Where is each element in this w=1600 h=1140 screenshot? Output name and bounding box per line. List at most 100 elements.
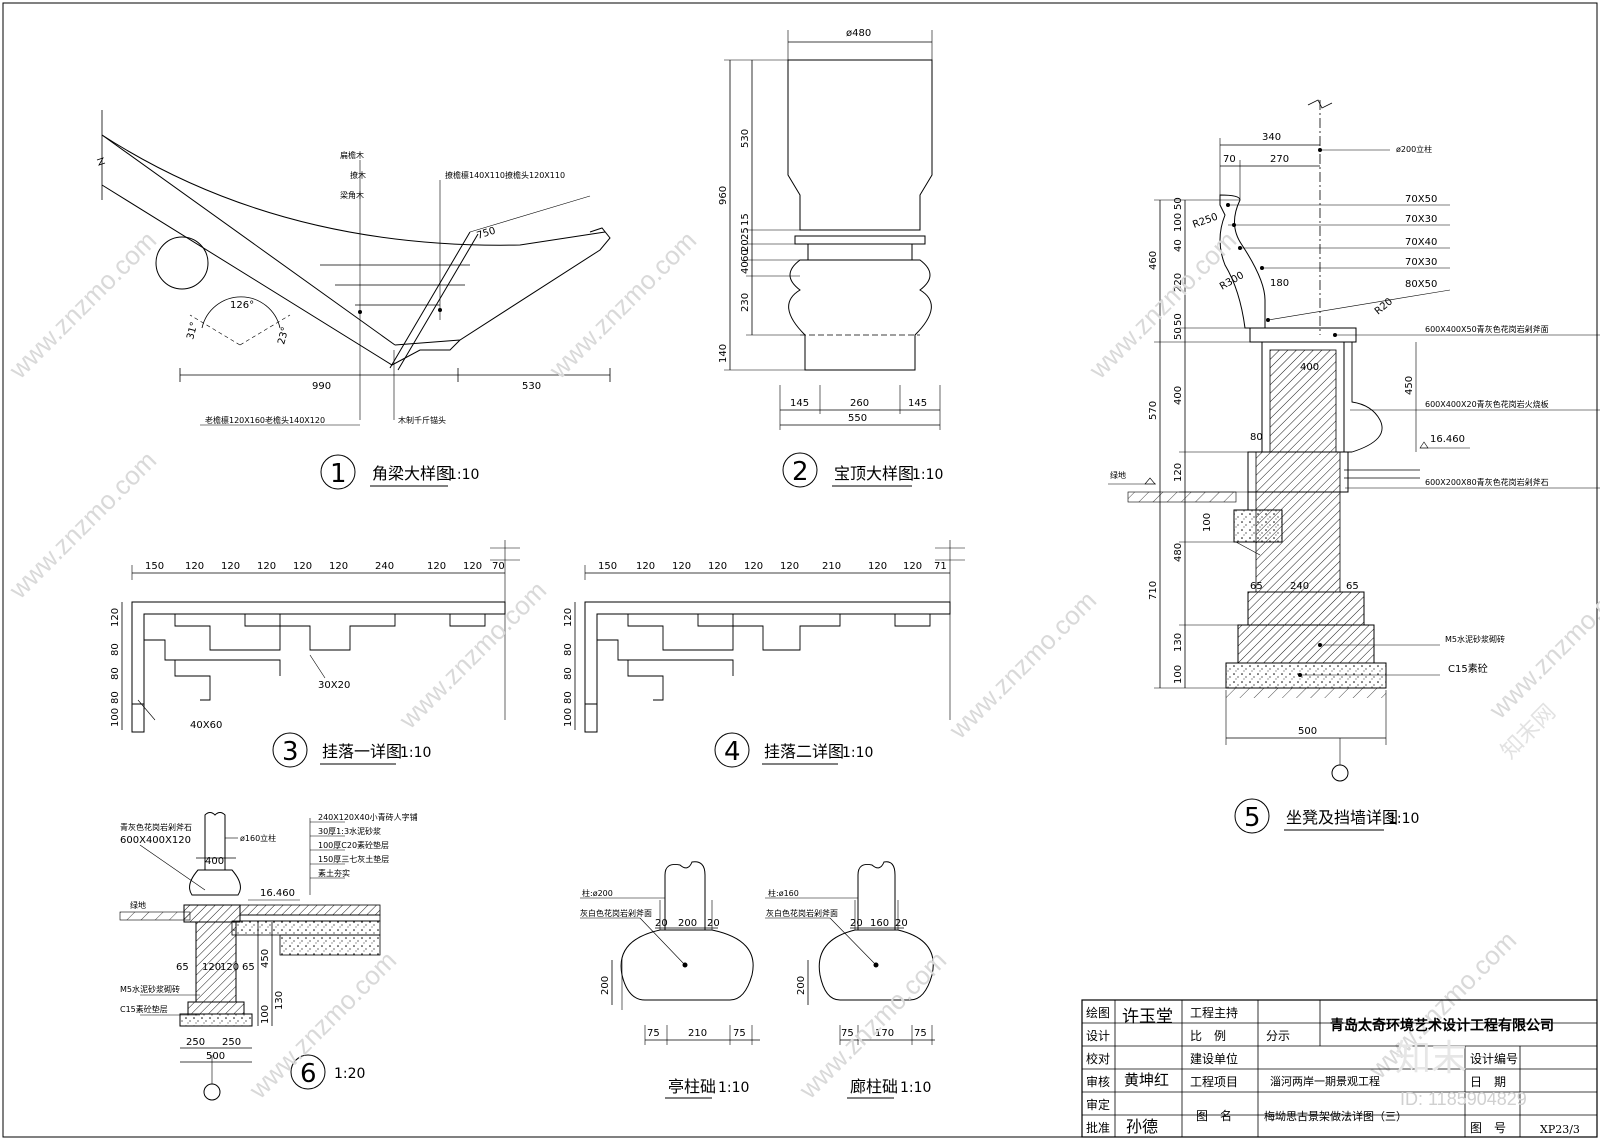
d6-dim-100: 100	[260, 1005, 271, 1024]
d7-dim-200a: 200	[678, 918, 697, 929]
d2-dim-15: 15	[740, 213, 751, 226]
d3-top-5: 120	[329, 561, 348, 572]
d7-note-0: 柱:ø200	[582, 888, 613, 898]
d7-dim-20b: 20	[707, 918, 720, 929]
d8-dim-170: 170	[875, 1028, 894, 1039]
d4-top-8: 120	[903, 561, 922, 572]
d1-note-3: 梁角木	[340, 190, 364, 200]
d2-dim-145a: 145	[790, 398, 809, 409]
d3-left-0: 120	[110, 608, 121, 627]
d4-left-2: 80	[563, 667, 574, 680]
d7-dim-210: 210	[688, 1028, 707, 1039]
d2-dim-230: 230	[740, 293, 751, 312]
d4-top-7: 120	[868, 561, 887, 572]
d1-title: 角梁大样图	[372, 464, 452, 483]
tb-drawing-name: 梅坳思古景架做法详图（三）	[1264, 1109, 1407, 1123]
d5-note-2: 70X30	[1405, 214, 1437, 225]
d5-note-11: C15素砼	[1448, 662, 1488, 675]
d1-dim-750: 750	[476, 225, 498, 241]
d4-top-4: 120	[744, 561, 763, 572]
tb-label-client: 建设单位	[1190, 1051, 1238, 1066]
d3-top-4: 120	[293, 561, 312, 572]
watermark-text: www.znzmo.com	[2, 225, 162, 385]
d5-leaders	[1226, 148, 1600, 677]
d5-dim-130: 130	[1173, 633, 1184, 652]
d7-title: 亭柱础	[668, 1077, 716, 1096]
d1-note-6: 木制千斤锚头	[398, 415, 446, 425]
tb-scale-value: 分示	[1266, 1029, 1290, 1043]
d1-scale: 1:10	[448, 467, 479, 483]
d6-dim-500: 500	[206, 1051, 225, 1062]
d5-dim-80: 80	[1250, 432, 1263, 443]
d7-scale: 1:10	[718, 1080, 749, 1096]
d7-dim-200b: 200	[600, 976, 611, 995]
d3-top-1: 120	[185, 561, 204, 572]
d5-dim-65a: 65	[1250, 581, 1263, 592]
d8-note-0: 柱:ø160	[768, 888, 799, 898]
d5-dim-270: 270	[1270, 154, 1289, 165]
d8-title: 廊柱础	[850, 1077, 898, 1096]
d5-dim-180: 180	[1270, 278, 1289, 289]
d5-dim-r250: R250	[1191, 212, 1219, 231]
tb-label-scale: 比 例	[1190, 1029, 1226, 1043]
d5-dim-r300: R300	[1218, 270, 1246, 293]
d6-note-5: 100厚C20素砼垫层	[318, 840, 389, 850]
d1-number: 1	[330, 459, 347, 489]
tb-label-drawing-no: 图 号	[1470, 1121, 1506, 1135]
watermark-text: www.znzmo.com	[392, 575, 552, 735]
watermark-id: ID: 1185904829	[1400, 1089, 1527, 1109]
d3-top-9: 70	[492, 561, 505, 572]
detail-1-corner-beam: 990 530 750 126° 31° 23° 扁檐木 撩木 梁角木 撩檐檩1…	[96, 110, 611, 490]
d5-dim-570: 570	[1148, 401, 1159, 420]
d5-dim-65b: 65	[1346, 581, 1359, 592]
d4-number: 4	[724, 737, 741, 767]
d6-note-4: 30厚1:3水泥砂浆	[318, 826, 381, 836]
d6-dim-130: 130	[274, 991, 285, 1010]
tb-label-date: 日 期	[1470, 1075, 1506, 1089]
d5-number: 5	[1244, 803, 1261, 833]
watermark-text: www.znzmo.com	[1082, 225, 1242, 385]
d2-dim-60: 60	[740, 249, 751, 262]
d1-angle-23: 23°	[276, 326, 291, 346]
d3-scale: 1:10	[400, 745, 431, 761]
tb-label-lead: 工程主持	[1190, 1005, 1238, 1020]
d1-note-2: 撩木	[350, 170, 366, 180]
d5-dim-220: 220	[1173, 273, 1184, 292]
d8-dim-160: 160	[870, 918, 889, 929]
d5-note-9: 600X200X80青灰色花岗岩剁斧石	[1425, 477, 1549, 487]
d3-top-0: 150	[145, 561, 164, 572]
detail-5-seat-wall: 340 70 270 460 50 100 40 220 50 50 570 4…	[1108, 99, 1600, 834]
d4-left-1: 80	[563, 643, 574, 656]
d4-top-2: 120	[672, 561, 691, 572]
d3-top-7: 120	[427, 561, 446, 572]
watermark-text: www.znzmo.com	[542, 225, 702, 385]
d2-dim-550: 550	[848, 413, 867, 424]
d7-dim-75a: 75	[647, 1028, 660, 1039]
d8-dim-75b: 75	[914, 1028, 927, 1039]
watermark-text: www.znzmo.com	[2, 445, 162, 605]
d4-scale: 1:10	[842, 745, 873, 761]
tb-drawing-no: XP23/3	[1540, 1123, 1580, 1136]
watermark-text: www.znzmo.com	[942, 585, 1102, 745]
d6-dim-120a: 120	[202, 962, 221, 973]
d1-angle-126: 126°	[230, 300, 254, 311]
d6-dim-450: 450	[260, 949, 271, 968]
d1-note-4: 撩檐檩140X110撩檐头120X110	[445, 170, 565, 180]
d2-dim-40: 40	[740, 261, 751, 274]
d6-dim-65a: 65	[176, 962, 189, 973]
d5-dim-50b: 50	[1173, 313, 1184, 326]
d5-dim-40: 40	[1173, 239, 1184, 252]
d6-dim-120b: 120	[220, 962, 239, 973]
d2-dim-260: 260	[850, 398, 869, 409]
d5-note-3: 70X40	[1405, 237, 1437, 248]
d7-dim-20a: 20	[655, 918, 668, 929]
signature-2: 黄坤红	[1124, 1071, 1169, 1089]
tb-label-draw: 绘图	[1086, 1005, 1110, 1020]
d5-note-6: 600X400X50青灰色花岗岩剁斧面	[1425, 324, 1549, 334]
d6-note-3: 240X120X40小青砖人字铺	[318, 812, 418, 822]
d5-dim-480: 480	[1173, 543, 1184, 562]
tb-label-approve: 审定	[1086, 1097, 1110, 1112]
tb-label-ratify: 批准	[1086, 1120, 1110, 1135]
d6-note-8: 16.460	[260, 888, 295, 899]
